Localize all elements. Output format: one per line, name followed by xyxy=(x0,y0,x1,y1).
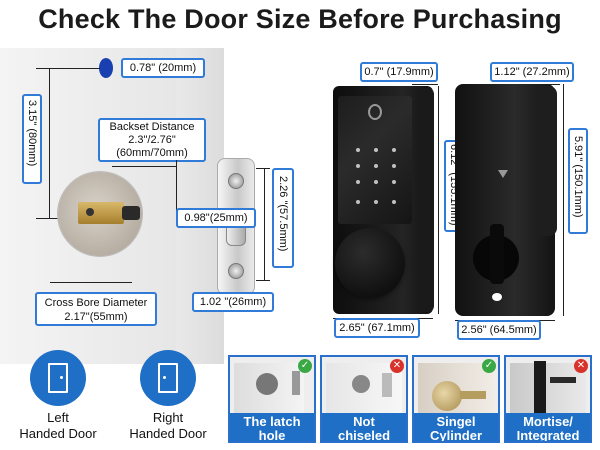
bad-badge-icon: ✕ xyxy=(574,359,588,373)
plate-screw-bottom xyxy=(228,263,244,279)
card-mortise-integrated: ✕ Mortise/Integrated xyxy=(504,355,592,443)
cross-bore-title: Cross Bore Diameter xyxy=(44,297,148,309)
left-handed-label: Left Handed Door xyxy=(19,410,97,441)
front-lock-side xyxy=(420,88,434,312)
plate-width-inner-label: 0.98"(25mm) xyxy=(176,208,256,228)
ok-badge-icon: ✓ xyxy=(298,359,312,373)
right-door-icon xyxy=(158,363,178,393)
right-door-circle xyxy=(140,350,196,406)
cross-bore-line xyxy=(50,282,132,283)
front-depth-label: 0.7" (17.9mm) xyxy=(360,62,438,82)
plate-height-label: 2.26 "(57.5mm) xyxy=(272,168,294,268)
latch-bolt xyxy=(78,202,124,224)
front-knob xyxy=(335,228,405,298)
plate-screw-top xyxy=(228,173,244,189)
back-height-label: 5.91" (150.1mm) xyxy=(568,128,588,234)
cross-bore-value: 2.17"(55mm) xyxy=(64,311,128,323)
height-label: 3.15" (80mm) xyxy=(22,94,42,184)
front-width-label: 2.65" (67.1mm) xyxy=(334,318,420,338)
hole-size-label: 0.78" (20mm) xyxy=(121,58,205,78)
thumb-turn-handle xyxy=(490,224,504,284)
keypad-panel xyxy=(338,96,412,224)
left-door-circle xyxy=(30,350,86,406)
plate-width-outer-label: 1.02 "(26mm) xyxy=(192,292,274,312)
back-lock-cap xyxy=(539,86,557,236)
page-title: Check The Door Size Before Purchasing xyxy=(38,4,562,34)
backset-title: Backset Distance xyxy=(109,121,195,133)
left-door-icon xyxy=(48,363,68,393)
backset-label: Backset Distance 2.3"/2.76" (60mm/70mm) xyxy=(98,118,206,162)
bad-badge-icon: ✕ xyxy=(390,359,404,373)
backset-metric: (60mm/70mm) xyxy=(116,147,188,159)
backset-imperial: 2.3"/2.76" xyxy=(128,134,176,146)
fingerprint-sensor-icon xyxy=(368,104,382,120)
battery-latch-icon xyxy=(492,293,502,301)
latch-tail xyxy=(122,206,140,220)
hole-marker-icon xyxy=(99,58,113,78)
right-handed-label: Right Handed Door xyxy=(129,410,207,441)
ok-badge-icon: ✓ xyxy=(482,359,496,373)
back-depth-label: 1.12" (27.2mm) xyxy=(490,62,574,82)
cross-bore-label: Cross Bore Diameter 2.17"(55mm) xyxy=(35,292,157,326)
latch-photo xyxy=(58,172,142,256)
card-caption: Mortise/Integrated xyxy=(506,413,590,441)
brand-logo-icon xyxy=(498,170,508,180)
back-width-label: 2.56" (64.5mm) xyxy=(457,320,541,340)
